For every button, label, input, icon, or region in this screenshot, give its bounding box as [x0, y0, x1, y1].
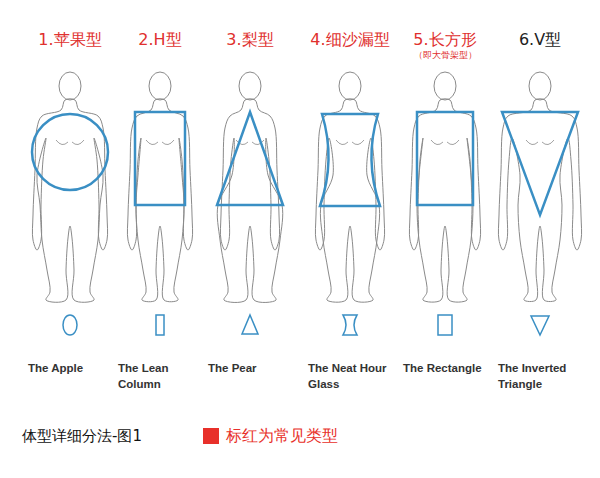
chest-line: [526, 140, 554, 145]
body-type-column: 1.苹果型 The Apple: [24, 30, 116, 376]
english-name: The Pear: [204, 360, 292, 376]
head-outline: [239, 72, 261, 100]
english-name: The Lean Column: [114, 360, 202, 392]
column-head: 3.梨型: [204, 30, 296, 360]
body-outline: [217, 99, 283, 303]
shape-outline: [417, 112, 473, 205]
head-outline: [59, 72, 81, 100]
shape-symbol: [531, 316, 549, 335]
legend-text: 标红为常见类型: [226, 425, 338, 447]
shape-outline: [32, 114, 108, 190]
shape-symbol: [438, 315, 452, 335]
body-type-column: 6.V型 The Inverted Triangle: [494, 30, 586, 392]
body-outline: [127, 99, 192, 302]
chest-line: [56, 140, 84, 145]
shape-symbol: [343, 315, 357, 335]
body-outline: [32, 99, 107, 302]
shape-outline: [135, 112, 185, 205]
head-outline: [434, 72, 456, 100]
type-note: （即大骨架型）: [414, 50, 477, 61]
type-heading: 4.细沙漏型: [310, 30, 389, 50]
chest-line: [146, 140, 174, 145]
shape-symbol: [242, 315, 258, 334]
chest-line: [336, 140, 364, 145]
column-head: 1.苹果型: [24, 30, 116, 360]
english-name: The Inverted Triangle: [494, 360, 582, 392]
column-head: 5.长方形（即大骨架型）: [399, 30, 491, 360]
column-head: 2.H型: [114, 30, 206, 360]
english-name: The Apple: [24, 360, 112, 376]
column-head: 6.V型: [494, 30, 586, 360]
shape-symbol: [156, 315, 164, 335]
body-type-column: 3.梨型 The Pear: [204, 30, 296, 376]
shape-symbol: [63, 315, 77, 335]
chest-line: [431, 140, 459, 145]
head-outline: [149, 72, 171, 100]
legend-swatch: [203, 428, 219, 444]
body-outline: [409, 99, 480, 302]
shape-outline: [502, 112, 578, 215]
english-name: The Neat Hour Glass: [304, 360, 392, 392]
shape-outline: [320, 114, 380, 206]
type-heading: 6.V型: [519, 30, 561, 50]
body-type-column: 4.细沙漏型 The Neat Hour Glass: [304, 30, 396, 392]
head-outline: [339, 72, 361, 100]
column-head: 4.细沙漏型: [304, 30, 396, 360]
type-heading: 1.苹果型: [38, 30, 101, 50]
body-type-column: 5.长方形（即大骨架型）The Rectangle: [399, 30, 491, 376]
figure-caption: 体型详细分法-图1: [22, 426, 142, 446]
type-heading: 3.梨型: [226, 30, 273, 50]
head-outline: [529, 72, 551, 100]
body-outline: [315, 99, 384, 302]
english-name: The Rectangle: [399, 360, 487, 376]
type-heading: 2.H型: [138, 30, 181, 50]
shape-outline: [217, 112, 283, 205]
body-outline: [498, 99, 581, 302]
type-heading: 5.长方形: [413, 30, 476, 50]
body-type-column: 2.H型 The Lean Column: [114, 30, 206, 392]
